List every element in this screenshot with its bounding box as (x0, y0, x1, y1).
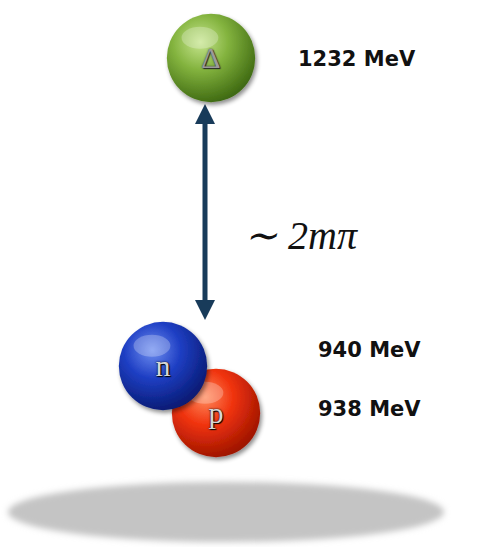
mass-gap-label: ∼ 2mπ (242, 212, 359, 259)
mass-label: 938 MeV (318, 397, 421, 421)
double-arrow (203, 112, 208, 312)
delta-sphere: Δ (165, 12, 257, 104)
particle-symbol: n (117, 320, 209, 412)
particle-symbol: Δ (165, 12, 257, 104)
mass-label: 1232 MeV (298, 47, 415, 71)
mass-label: 940 MeV (318, 338, 421, 362)
ground-shadow (8, 482, 444, 542)
neutron-sphere: n (117, 320, 209, 412)
